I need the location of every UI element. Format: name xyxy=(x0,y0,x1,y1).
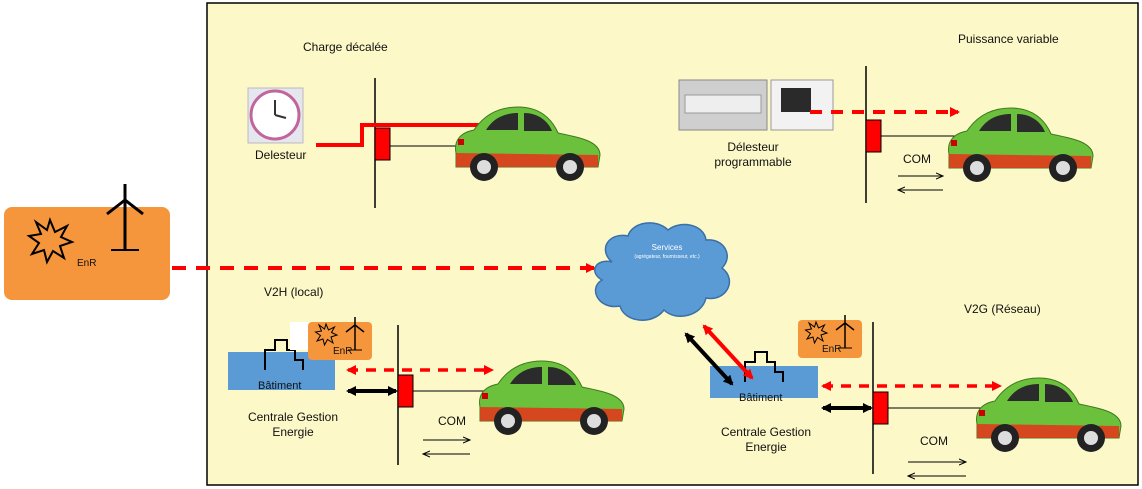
label-delesteur-programmable-2: programmable xyxy=(714,155,792,169)
label-batiment-right: Bâtiment xyxy=(739,392,783,404)
enr-big-box xyxy=(4,207,170,300)
connector-top-right xyxy=(865,119,882,153)
label-delesteur-programmable-1: Délesteur xyxy=(727,140,779,154)
connector-bottom-right xyxy=(872,391,889,425)
connector-top-left xyxy=(374,127,391,161)
label-cge-left-1: Centrale Gestion xyxy=(247,410,339,424)
cloud-building-black-arrow xyxy=(684,332,734,386)
label-services-title: Services xyxy=(651,243,683,252)
label-cge-left-2: Energie xyxy=(272,425,314,439)
label-com-top: COM xyxy=(903,152,931,166)
delesteur-device-icon xyxy=(678,79,834,131)
label-batiment-left: Bâtiment xyxy=(258,380,302,392)
label-enr-right: EnR xyxy=(822,344,842,355)
label-delesteur: Delesteur xyxy=(255,148,307,162)
label-com-left: COM xyxy=(438,414,466,428)
label-puissance-variable: Puissance variable xyxy=(958,32,1059,46)
clock-icon xyxy=(247,87,304,144)
label-enr-big: EnR xyxy=(77,258,97,269)
label-com-right: COM xyxy=(920,434,948,448)
label-charge-decalee: Charge décalée xyxy=(303,40,388,54)
label-v2g: V2G (Réseau) xyxy=(964,302,1041,316)
label-cge-right-2: Energie xyxy=(745,440,787,454)
connector-bottom-left xyxy=(397,374,414,408)
label-services-sub: (agrégateur, fournisseur, etc.) xyxy=(634,254,700,260)
charge-arrow xyxy=(316,120,497,147)
label-v2h: V2H (local) xyxy=(264,285,324,299)
label-enr-left: EnR xyxy=(333,346,353,357)
services-cloud xyxy=(594,222,731,321)
label-cge-right-1: Centrale Gestion xyxy=(720,425,812,439)
